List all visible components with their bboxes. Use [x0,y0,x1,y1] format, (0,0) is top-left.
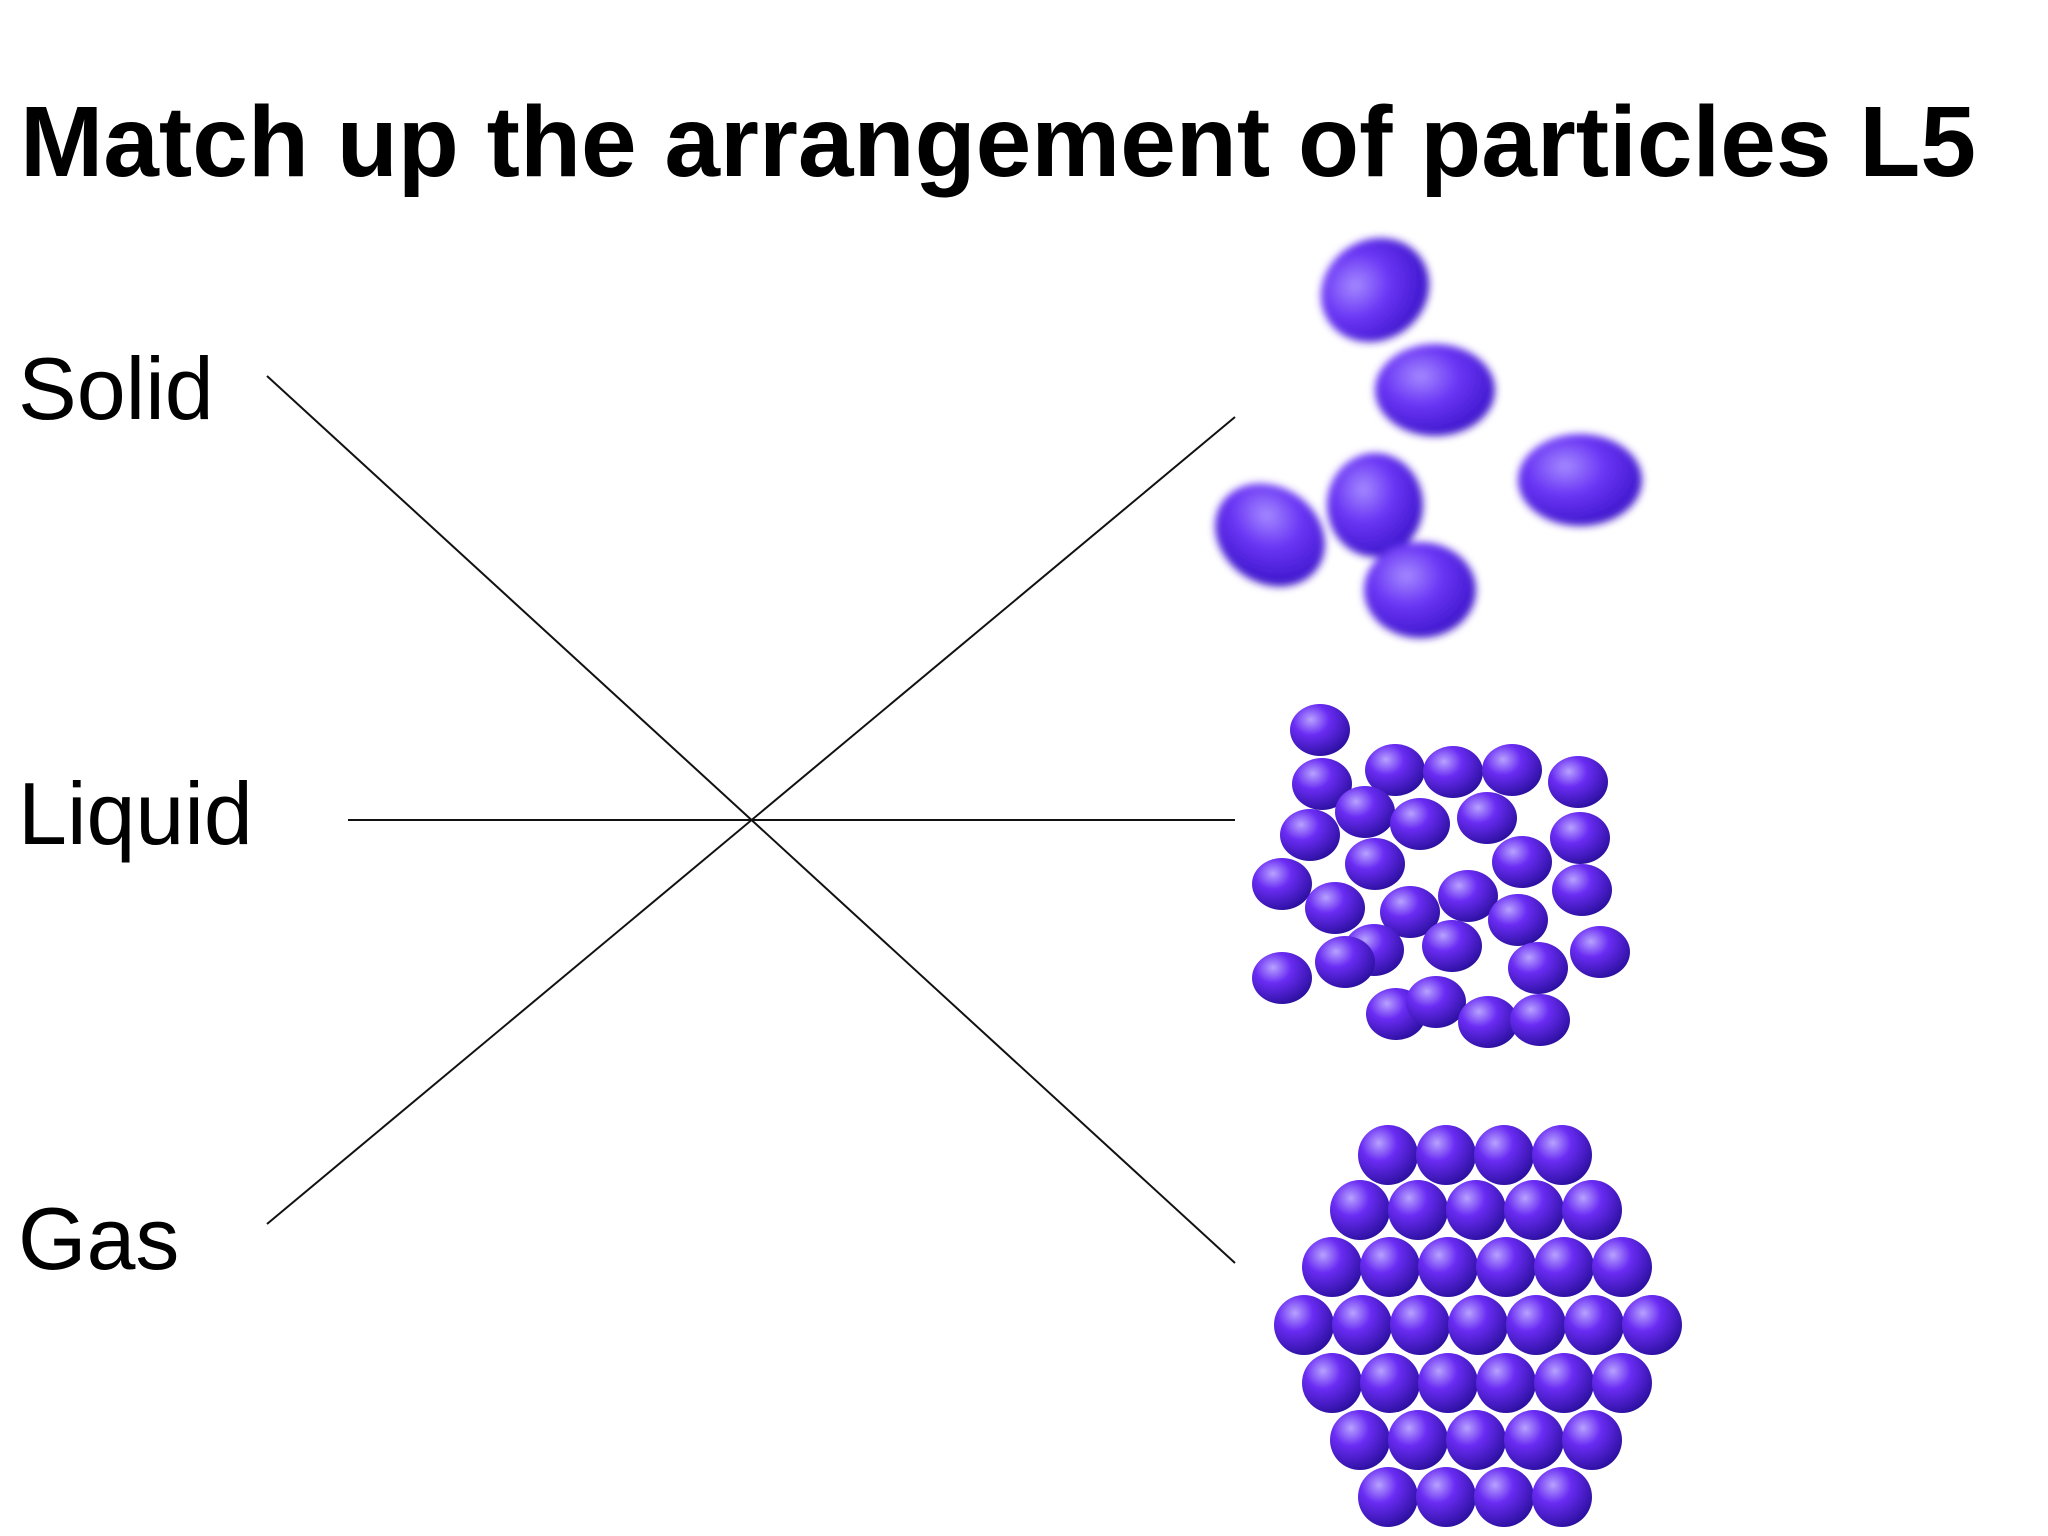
liquid-particle [1510,994,1570,1046]
solid-particle [1358,1125,1418,1185]
solid-particle [1418,1237,1478,1297]
liquid-particle [1570,926,1630,978]
liquid-particle [1423,746,1483,798]
solid-particle [1358,1467,1418,1527]
liquid-particle [1365,744,1425,796]
liquid-particle [1290,704,1350,756]
gas-particle [1364,542,1476,638]
solid-particle [1564,1295,1624,1355]
solid-particles-icon [1274,1125,1682,1527]
solid-particle [1534,1237,1594,1297]
liquid-particle [1458,996,1518,1048]
liquid-particle [1345,838,1405,890]
liquid-particle [1482,744,1542,796]
solid-particle [1504,1180,1564,1240]
liquid-particle [1335,786,1395,838]
liquid-particle [1252,858,1312,910]
solid-particle [1416,1467,1476,1527]
solid-particle [1390,1295,1450,1355]
liquid-particle [1508,942,1568,994]
liquid-particle [1552,864,1612,916]
solid-particle [1388,1410,1448,1470]
solid-particle [1532,1467,1592,1527]
liquid-particle [1305,882,1365,934]
liquid-particle [1390,798,1450,850]
solid-particle [1532,1125,1592,1185]
page-title: Match up the arrangement of particles L5 [20,86,1976,198]
solid-particle [1302,1353,1362,1413]
label-gas: Gas [18,1189,180,1288]
gas-particle [1518,434,1642,526]
solid-particle [1446,1180,1506,1240]
liquid-particle [1406,976,1466,1028]
solid-particle [1562,1180,1622,1240]
liquid-particle [1438,870,1498,922]
gas-particle [1327,453,1423,557]
solid-particle [1592,1237,1652,1297]
liquid-particle [1315,936,1375,988]
solid-particle [1274,1295,1334,1355]
solid-particle [1388,1180,1448,1240]
solid-particle [1416,1125,1476,1185]
gas-particle [1320,237,1430,343]
liquid-particle [1380,886,1440,938]
solid-particle [1504,1410,1564,1470]
label-solid: Solid [18,339,214,438]
solid-particle [1330,1180,1390,1240]
solid-particle [1446,1410,1506,1470]
match-line-gas [266,416,1236,1225]
liquid-particle [1457,792,1517,844]
solid-particle [1360,1237,1420,1297]
solid-particle [1506,1295,1566,1355]
solid-particle [1302,1237,1362,1297]
liquid-particle [1252,952,1312,1004]
solid-particle [1332,1295,1392,1355]
solid-particle [1476,1237,1536,1297]
solid-particle [1622,1295,1682,1355]
liquid-particle [1292,758,1352,810]
label-liquid: Liquid [18,764,253,863]
liquid-particle [1550,812,1610,864]
liquid-particle [1548,756,1608,808]
liquid-particles-icon [1252,704,1630,1048]
gas-particle [1215,483,1325,587]
solid-particle [1534,1353,1594,1413]
solid-particle [1448,1295,1508,1355]
gas-particles-icon [1215,237,1642,638]
solid-particle [1592,1353,1652,1413]
solid-particle [1476,1353,1536,1413]
solid-particle [1418,1353,1478,1413]
solid-particle [1562,1410,1622,1470]
liquid-particle [1492,836,1552,888]
solid-particle [1330,1410,1390,1470]
liquid-particle [1280,809,1340,861]
solid-particle [1474,1467,1534,1527]
liquid-particle [1422,920,1482,972]
liquid-particle [1488,894,1548,946]
solid-particle [1474,1125,1534,1185]
solid-particle [1360,1353,1420,1413]
gas-particle [1375,344,1495,436]
